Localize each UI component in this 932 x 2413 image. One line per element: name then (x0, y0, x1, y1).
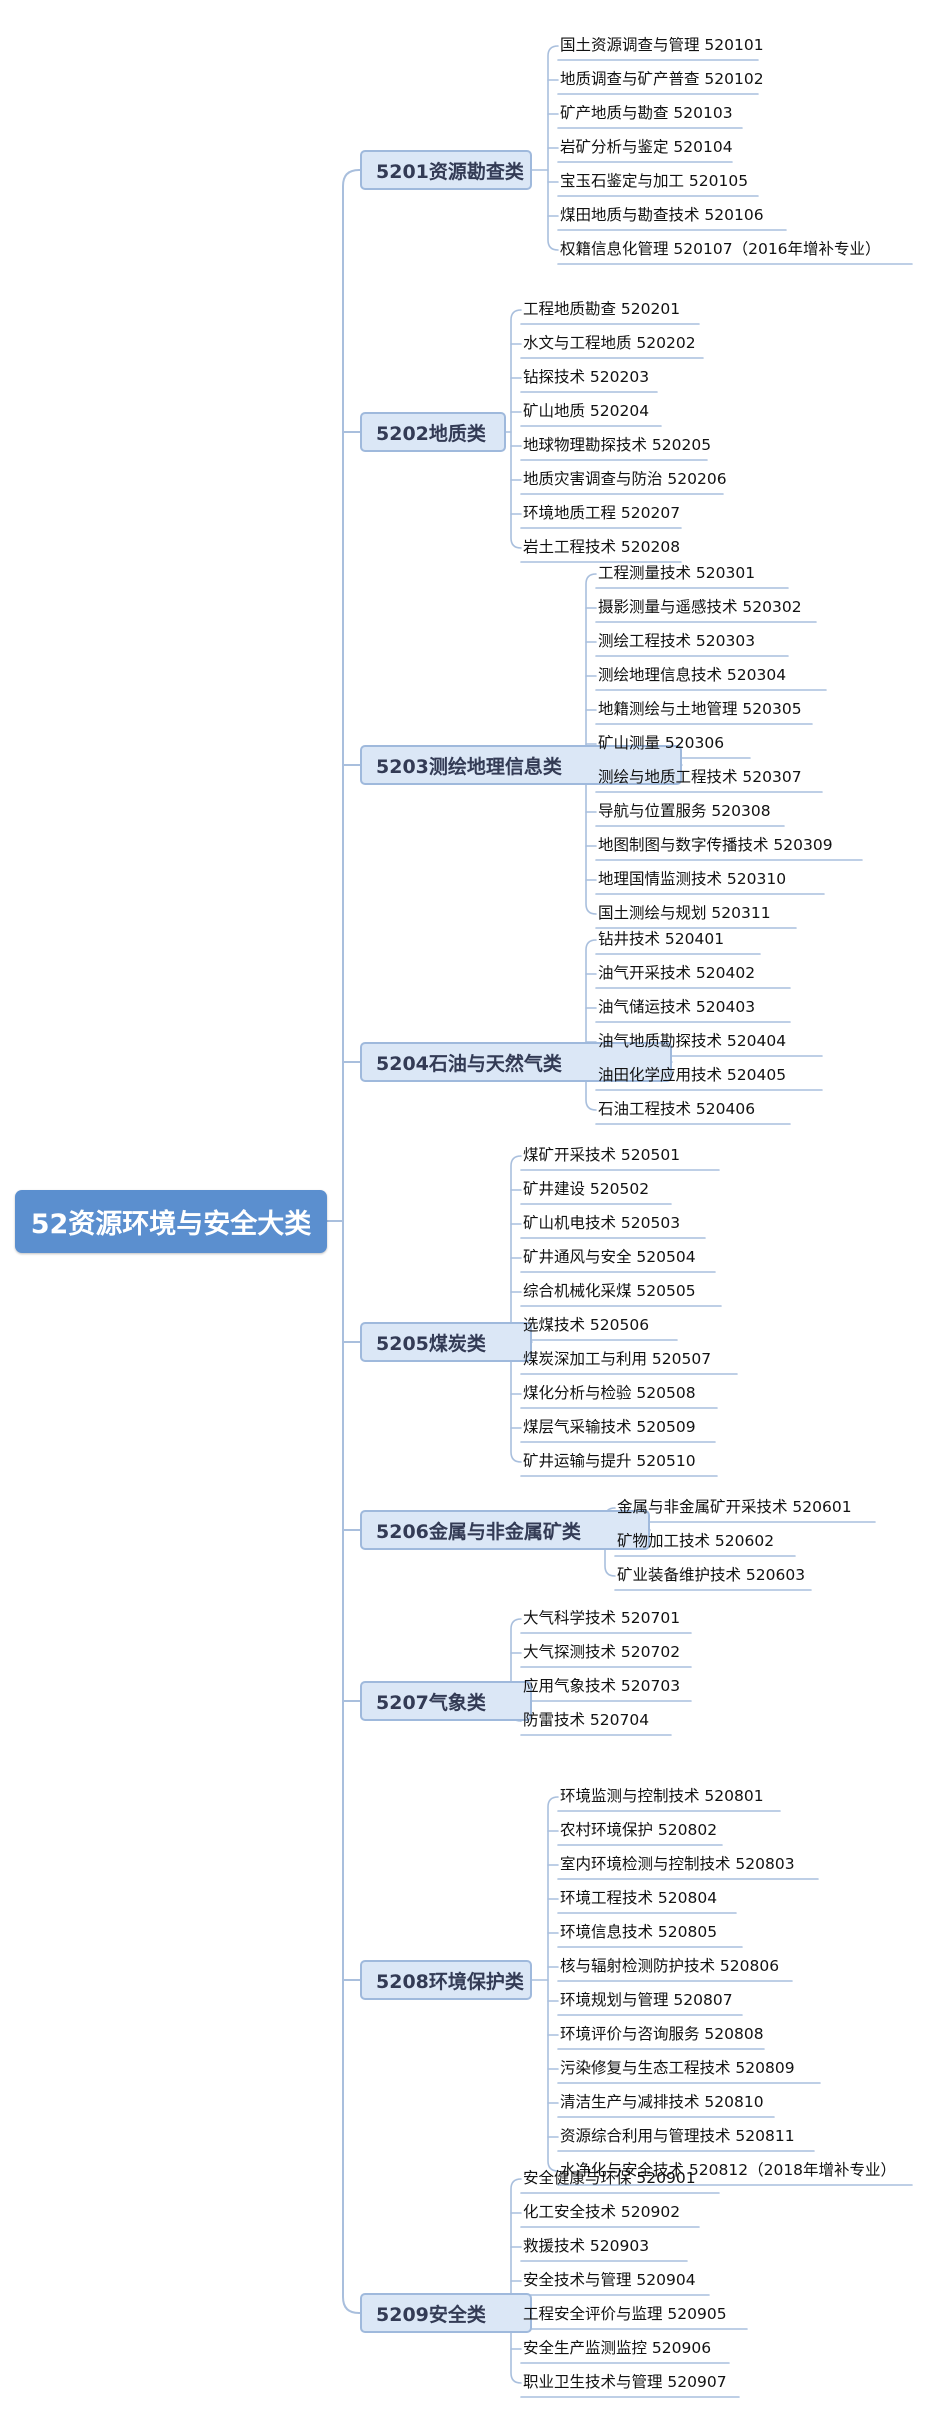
leaf-item: 环境监测与控制技术 520801 (560, 1787, 764, 1805)
leaf-item: 农村环境保护 520802 (560, 1821, 718, 1839)
leaf-item: 安全健康与环保 520901 (523, 2169, 696, 2187)
leaf-item: 环境工程技术 520804 (560, 1889, 718, 1907)
leaf-item: 核与辐射检测防护技术 520806 (560, 1957, 780, 1975)
category-node: 5207气象类 (360, 1681, 532, 1721)
leaf-item: 钻探技术 520203 (523, 368, 650, 386)
leaf-item: 油气地质勘探技术 520404 (598, 1032, 787, 1050)
leaf-item: 煤炭深加工与利用 520507 (523, 1350, 712, 1368)
category-node: 5201资源勘查类 (360, 150, 532, 190)
leaf-item: 地图制图与数字传播技术 520309 (598, 836, 833, 854)
leaf-item: 测绘工程技术 520303 (598, 632, 756, 650)
leaf-item: 环境规划与管理 520807 (560, 1991, 733, 2009)
leaf-item: 矿产地质与勘查 520103 (560, 104, 733, 122)
category-node: 5204石油与天然气类 (360, 1042, 672, 1082)
leaf-item: 综合机械化采煤 520505 (523, 1282, 696, 1300)
leaf-item: 应用气象技术 520703 (523, 1677, 681, 1695)
leaf-spine (547, 1796, 559, 2172)
leaf-item: 油田化学应用技术 520405 (598, 1066, 787, 1084)
leaf-item: 水净化与安全技术 520812（2018年增补专业） (560, 2161, 897, 2179)
leaf-item: 金属与非金属矿开采技术 520601 (617, 1498, 852, 1516)
leaf-item: 大气探测技术 520702 (523, 1643, 681, 1661)
leaf-item: 测绘与地质工程技术 520307 (598, 768, 802, 786)
leaf-item: 地球物理勘探技术 520205 (523, 436, 712, 454)
leaf-item: 环境地质工程 520207 (523, 504, 681, 522)
leaf-spine (585, 939, 597, 1111)
leaf-item: 工程测量技术 520301 (598, 564, 756, 582)
leaf-item: 矿井通风与安全 520504 (523, 1248, 696, 1266)
leaf-item: 矿山测量 520306 (598, 734, 725, 752)
leaf-item: 岩矿分析与鉴定 520104 (560, 138, 733, 156)
category-node: 5208环境保护类 (360, 1960, 532, 2000)
leaf-item: 国土测绘与规划 520311 (598, 904, 771, 922)
leaf-item: 摄影测量与遥感技术 520302 (598, 598, 802, 616)
leaf-item: 测绘地理信息技术 520304 (598, 666, 787, 684)
trunk-line (342, 169, 360, 2314)
category-node: 5206金属与非金属矿类 (360, 1510, 650, 1550)
root-node: 52资源环境与安全大类 (15, 1190, 327, 1253)
leaf-item: 油气储运技术 520403 (598, 998, 756, 1016)
category-node: 5209安全类 (360, 2293, 532, 2333)
leaf-item: 清洁生产与减排技术 520810 (560, 2093, 764, 2111)
leaf-item: 防雷技术 520704 (523, 1711, 650, 1729)
leaf-item: 环境评价与咨询服务 520808 (560, 2025, 764, 2043)
leaf-item: 安全生产监测监控 520906 (523, 2339, 712, 2357)
leaf-item: 油气开采技术 520402 (598, 964, 756, 982)
leaf-item: 矿井建设 520502 (523, 1180, 650, 1198)
leaf-item: 宝玉石鉴定与加工 520105 (560, 172, 749, 190)
leaf-item: 矿井运输与提升 520510 (523, 1452, 696, 1470)
leaf-item: 职业卫生技术与管理 520907 (523, 2373, 727, 2391)
leaf-item: 矿物加工技术 520602 (617, 1532, 775, 1550)
leaf-item: 室内环境检测与控制技术 520803 (560, 1855, 795, 1873)
leaf-item: 化工安全技术 520902 (523, 2203, 681, 2221)
leaf-item: 地籍测绘与土地管理 520305 (598, 700, 802, 718)
leaf-item: 煤矿开采技术 520501 (523, 1146, 681, 1164)
leaf-item: 矿业装备维护技术 520603 (617, 1566, 806, 1584)
leaf-item: 导航与位置服务 520308 (598, 802, 771, 820)
leaf-spine (510, 1155, 522, 1463)
leaf-item: 环境信息技术 520805 (560, 1923, 718, 1941)
leaf-item: 污染修复与生态工程技术 520809 (560, 2059, 795, 2077)
leaf-item: 矿山地质 520204 (523, 402, 650, 420)
leaf-item: 地理国情监测技术 520310 (598, 870, 787, 888)
leaf-item: 国土资源调查与管理 520101 (560, 36, 764, 54)
leaf-item: 地质灾害调查与防治 520206 (523, 470, 727, 488)
leaf-item: 选煤技术 520506 (523, 1316, 650, 1334)
leaf-item: 救援技术 520903 (523, 2237, 650, 2255)
leaf-item: 工程地质勘查 520201 (523, 300, 681, 318)
leaf-item: 权籍信息化管理 520107（2016年增补专业） (560, 240, 881, 258)
leaf-item: 工程安全评价与监理 520905 (523, 2305, 727, 2323)
leaf-item: 水文与工程地质 520202 (523, 334, 696, 352)
leaf-item: 大气科学技术 520701 (523, 1609, 681, 1627)
leaf-item: 煤田地质与勘查技术 520106 (560, 206, 764, 224)
leaf-item: 矿山机电技术 520503 (523, 1214, 681, 1232)
category-node: 5203测绘地理信息类 (360, 745, 682, 785)
leaf-item: 煤化分析与检验 520508 (523, 1384, 696, 1402)
category-node: 5205煤炭类 (360, 1322, 532, 1362)
leaf-item: 安全技术与管理 520904 (523, 2271, 696, 2289)
leaf-item: 钻井技术 520401 (598, 930, 725, 948)
leaf-item: 岩土工程技术 520208 (523, 538, 681, 556)
leaf-spine (510, 309, 522, 549)
leaf-item: 石油工程技术 520406 (598, 1100, 756, 1118)
leaf-item: 地质调查与矿产普查 520102 (560, 70, 764, 88)
category-node: 5202地质类 (360, 412, 506, 452)
leaf-item: 资源综合利用与管理技术 520811 (560, 2127, 795, 2145)
leaf-item: 煤层气采输技术 520509 (523, 1418, 696, 1436)
